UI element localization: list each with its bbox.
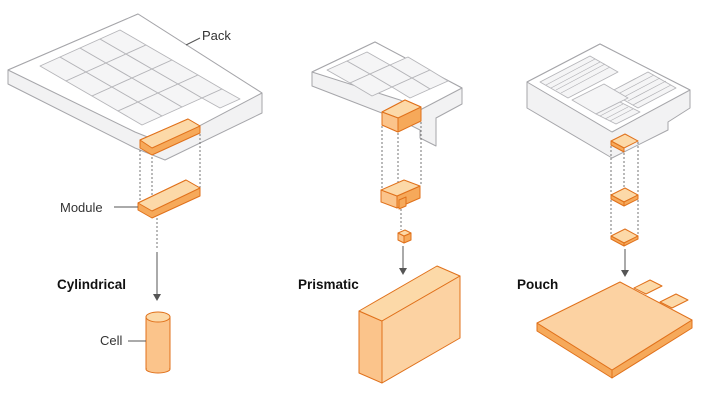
module-label: Module	[60, 200, 103, 215]
pack-label: Pack	[202, 28, 231, 43]
pouch-cell-small	[610, 228, 639, 247]
pouch-column: Pouch	[517, 43, 693, 379]
prismatic-cell-small	[397, 229, 412, 244]
pouch-arrowhead	[621, 270, 629, 277]
pouch-pack-stripes	[539, 55, 677, 125]
prismatic-module	[380, 179, 421, 210]
prismatic-column: Prismatic	[298, 41, 463, 384]
cylindrical-column: Pack Module Cylindrical Cell	[7, 13, 263, 374]
prismatic-title: Prismatic	[298, 277, 359, 292]
cylindrical-module	[137, 179, 201, 219]
cylindrical-cell	[145, 311, 171, 374]
cell-label: Cell	[100, 333, 123, 348]
pouch-title: Pouch	[517, 277, 558, 292]
pouch-cell	[536, 279, 693, 379]
cylindrical-title: Cylindrical	[57, 277, 126, 292]
cylindrical-pack	[7, 13, 263, 161]
cylindrical-arrowhead	[153, 294, 161, 301]
pouch-pack	[526, 43, 691, 159]
prismatic-cell	[358, 265, 461, 384]
pack-leader-line	[185, 37, 201, 46]
pouch-module	[610, 187, 639, 207]
prismatic-pack	[311, 41, 463, 147]
prismatic-arrowhead	[399, 268, 407, 275]
